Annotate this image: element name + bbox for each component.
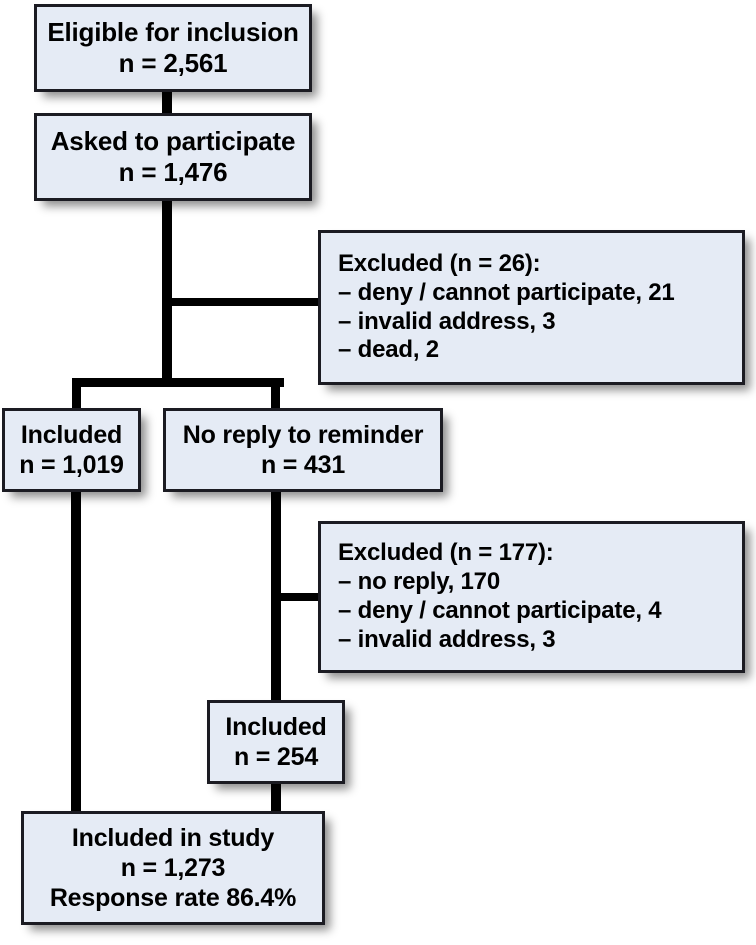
connector-split-right-drop	[271, 378, 280, 412]
excluded-second-reason-2: – deny / cannot participate, 4	[338, 597, 662, 624]
excluded-first-reason-1: – deny / cannot participate, 21	[338, 278, 675, 306]
node-eligible-count: n = 2,561	[118, 48, 228, 78]
node-no-reply-to-reminder: No reply to reminder n = 431	[163, 408, 443, 492]
node-asked-to-participate: Asked to participate n = 1,476	[34, 113, 312, 201]
noreply-count: n = 431	[260, 451, 346, 479]
excluded-first-header: Excluded (n = 26):	[338, 249, 541, 277]
connector-asked-trunk	[162, 198, 172, 386]
node-excluded-first-round: Excluded (n = 26): – deny / cannot parti…	[318, 230, 745, 385]
connector-split-left-drop	[72, 378, 81, 412]
node-asked-count: n = 1,476	[118, 157, 228, 187]
node-eligible-for-inclusion: Eligible for inclusion n = 2,561	[34, 4, 312, 92]
node-included-in-study: Included in study n = 1,273 Response rat…	[21, 811, 325, 925]
node-excluded-second-round: Excluded (n = 177): – no reply, 170 – de…	[318, 521, 745, 673]
included-study-count: n = 1,273	[120, 854, 226, 882]
included-first-count: n = 1,019	[19, 451, 124, 479]
connector-included-first-to-study	[71, 412, 81, 816]
excluded-first-reason-2: – invalid address, 3	[338, 307, 556, 335]
node-asked-label: Asked to participate	[50, 125, 296, 156]
excluded-second-reason-3: – invalid address, 3	[338, 625, 556, 653]
connector-noreply-to-excluded-second	[276, 593, 322, 601]
included-second-label: Included	[225, 713, 327, 741]
included-first-label: Included	[20, 421, 123, 449]
excluded-first-reason-3: – dead, 2	[338, 336, 439, 364]
noreply-label: No reply to reminder	[182, 421, 424, 449]
connector-included-second-to-study	[271, 780, 281, 816]
excluded-second-header: Excluded (n = 177):	[338, 539, 554, 567]
connector-asked-to-excluded-first	[167, 298, 322, 306]
included-second-count: n = 254	[233, 743, 319, 771]
excluded-second-reason-1: – no reply, 170	[338, 568, 500, 596]
connector-eligible-to-asked	[162, 92, 172, 118]
included-study-label: Included in study	[71, 824, 275, 852]
node-included-first-round: Included n = 1,019	[2, 408, 141, 492]
node-included-second-round: Included n = 254	[207, 700, 345, 784]
included-study-response-rate: Response rate 86.4%	[49, 884, 297, 912]
connector-split-bar-first	[72, 378, 284, 387]
node-eligible-label: Eligible for inclusion	[47, 16, 299, 47]
